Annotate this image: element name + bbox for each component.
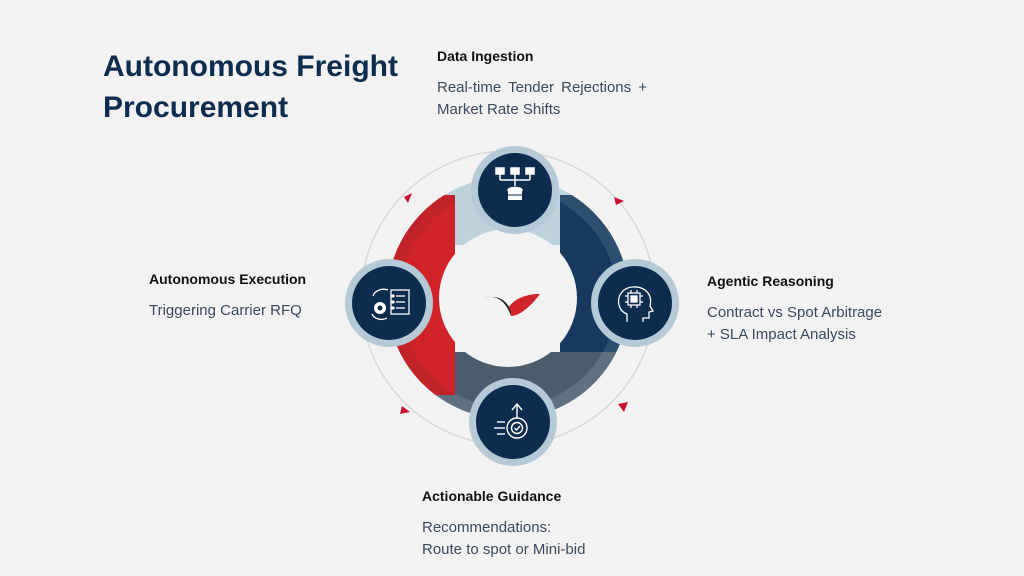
step-description-line: Market Rate Shifts: [437, 101, 561, 118]
step-heading: Agentic Reasoning: [707, 273, 834, 289]
step-description-line: Route to spot or Mini-bid: [422, 541, 586, 558]
flow-arrows: [400, 193, 628, 414]
center-disc: [450, 240, 566, 356]
step-description-line: Triggering Carrier RFQ: [149, 302, 302, 319]
step-description: Real-time Tender Rejections + Market Rat…: [437, 77, 647, 121]
ai-chip-head-icon: [617, 286, 655, 322]
node-actionable-guidance: [469, 378, 557, 466]
gear-check-upload-icon: [494, 402, 528, 439]
step-data-ingestion: Data Ingestion Real-time Tender Rejectio…: [437, 47, 647, 121]
step-description: Recommendations: Route to spot or Mini-b…: [422, 517, 585, 561]
node-autonomous-execution: [345, 259, 433, 347]
step-description-line: Contract vs Spot Arbitrage: [707, 304, 883, 321]
arrow-triangle-icon: [614, 197, 624, 205]
step-description: Triggering Carrier RFQ: [149, 300, 306, 322]
step-description-line: Real-time Tender Rejections +: [437, 79, 648, 96]
step-heading: Actionable Guidance: [422, 488, 562, 504]
title-line-1: Autonomous Freight: [103, 50, 398, 83]
node-data-ingestion: [471, 146, 559, 234]
arrow-triangle-icon: [618, 402, 628, 412]
step-agentic-reasoning: Agentic Reasoning Contract vs Spot Arbit…: [707, 272, 882, 346]
step-autonomous-execution: Autonomous Execution Triggering Carrier …: [149, 270, 306, 322]
title-line-2: Procurement: [103, 91, 289, 124]
node-agentic-reasoning: [591, 259, 679, 347]
arrow-triangle-icon: [400, 406, 410, 414]
page-title: Autonomous Freight Procurement: [103, 46, 398, 128]
step-actionable-guidance: Actionable Guidance Recommendations: Rou…: [422, 487, 585, 561]
step-heading: Autonomous Execution: [149, 271, 307, 287]
red-wing-logo-icon: [484, 294, 540, 316]
step-description: Contract vs Spot Arbitrage + SLA Impact …: [707, 302, 882, 346]
step-heading: Data Ingestion: [437, 48, 534, 64]
arrow-triangle-icon: [404, 193, 412, 203]
data-hierarchy-database-icon: [495, 167, 535, 200]
step-description-line: Recommendations:: [422, 519, 552, 536]
gear-document-checklist-icon: [371, 288, 410, 321]
step-description-line: + SLA Impact Analysis: [707, 326, 856, 343]
